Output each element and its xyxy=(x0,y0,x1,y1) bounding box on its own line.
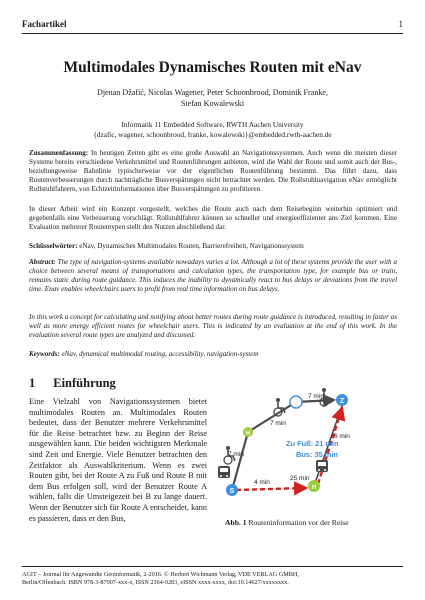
abstract-de-text-1: In heutigen Zeiten gibt es eine große Au… xyxy=(29,149,397,194)
figure-caption-label: Abb. 1 xyxy=(225,518,247,527)
affiliation-line-1: Informatik 11 Embedded Software, RWTH Aa… xyxy=(121,120,304,129)
paper-title: Multimodales Dynamisches Routen mit eNav xyxy=(63,59,362,76)
edge-label: 7 min xyxy=(228,451,244,458)
start-node-label: S xyxy=(230,488,235,495)
abstract-en-text-1: The type of navigation-systems available… xyxy=(29,258,397,294)
edge-label: 4 min xyxy=(254,479,270,486)
abstract-en-text-2: In this work a concept for calculating a… xyxy=(29,313,397,340)
abstract-en-paragraph-2: In this work a concept for calculating a… xyxy=(29,313,397,340)
abstract-de-label: Zusammenfassung: xyxy=(29,149,89,157)
bus-icon xyxy=(218,466,230,478)
header-section-label: Fachartikel xyxy=(22,19,67,29)
abstract-de-text-2: In dieser Arbeit wird ein Konzept vorges… xyxy=(29,205,397,232)
route-figure: S H Z H 7 min 6 min 7 min 7 min 4 min xyxy=(218,388,350,496)
goal-node xyxy=(336,394,348,406)
running-header: Fachartikel 1 xyxy=(22,19,403,34)
waypoint-node xyxy=(289,395,303,409)
start-node xyxy=(226,484,238,496)
edge-label: 6 min xyxy=(334,433,350,440)
affiliation: Informatik 11 Embedded Software, RWTH Aa… xyxy=(0,120,425,139)
bus-path-segment-2 xyxy=(316,405,346,485)
section-body: Eine Vielzahl von Navigationssystemen bi… xyxy=(29,397,207,523)
page-number: 1 xyxy=(398,19,404,29)
footer-line-1: AGIT – Journal für Angewandte Geoinforma… xyxy=(22,571,299,578)
footer-line-2: Berlin/Offenbach. ISBN 978-3-87907-xxx-x… xyxy=(22,579,289,586)
abstract-en-label: Abstract: xyxy=(29,258,56,266)
wheelchair-icon xyxy=(223,446,236,465)
bus-icon xyxy=(316,460,328,472)
figure-caption: Abb. 1 Routeninformation vor der Reise xyxy=(225,518,349,527)
summary-walk-time: Zu Fuß: 21 min xyxy=(286,439,339,448)
authors: Djenan Džafić, Nicolas Wagener, Peter Sc… xyxy=(0,88,425,109)
abstract-de-paragraph-1: Zusammenfassung: In heutigen Zeiten gibt… xyxy=(29,149,397,194)
abstract-en-paragraph-1: Abstract: The type of navigation-systems… xyxy=(29,258,397,294)
keywords-de-label: Schüsselwörter: xyxy=(29,242,78,250)
stop-node-right xyxy=(308,480,320,492)
section-number: 1 xyxy=(29,376,36,390)
goal-node-label: Z xyxy=(340,398,345,405)
section-title: Einführung xyxy=(53,376,116,390)
abstract-de-paragraph-2: In dieser Arbeit wird ein Konzept vorges… xyxy=(29,205,397,232)
bus-path-segment-1 xyxy=(235,481,309,496)
keywords-de: Schüsselwörter: eNav, Dynamisches Multim… xyxy=(29,242,397,251)
affiliation-email: {dzafic, wagener, schoonbrood, franke, k… xyxy=(93,129,332,139)
stop-node-left xyxy=(243,427,253,437)
wheelchair-icon xyxy=(273,398,286,417)
stop-node-right-label: H xyxy=(312,485,316,491)
page-footer: AGIT – Journal für Angewandte Geoinforma… xyxy=(22,566,403,587)
walk-path-segment-1 xyxy=(230,431,250,491)
edge-label: 7 min xyxy=(270,420,286,427)
wheelchair-icon xyxy=(319,388,332,407)
summary-bus-time: Bus: 35 min xyxy=(296,450,338,459)
stop-node-left-label: H xyxy=(246,431,250,437)
keywords-en-text: eNav, dynamical multimodal routing, acce… xyxy=(61,350,259,358)
walk-path-segment-2 xyxy=(247,401,297,433)
keywords-en: Keywords: eNav, dynamical multimodal rou… xyxy=(29,350,397,359)
authors-line-1: Djenan Džafić, Nicolas Wagener, Peter Sc… xyxy=(96,88,329,97)
edge-label: 7 min xyxy=(308,393,324,400)
authors-line-2: Stefan Kowalewski xyxy=(180,98,245,108)
edge-label: 25 min xyxy=(290,475,310,482)
keywords-en-label: Keywords: xyxy=(29,350,60,358)
figure-caption-text: Routeninformation vor der Reise xyxy=(248,518,349,527)
keywords-de-text: eNav, Dynamisches Multimodales Routen, B… xyxy=(79,242,304,250)
section-heading: 1 Einführung xyxy=(29,376,116,391)
